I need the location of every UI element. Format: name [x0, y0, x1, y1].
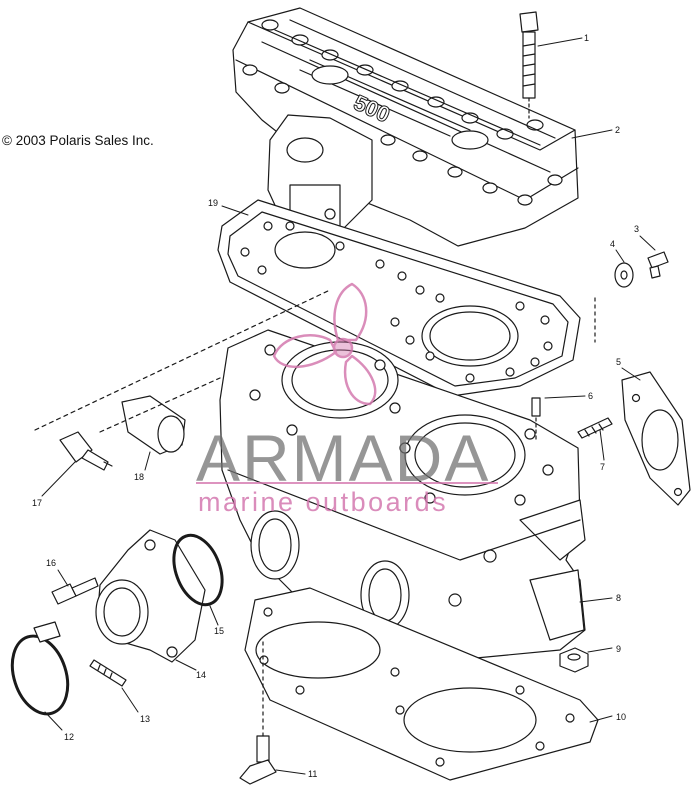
- watermark-rule: [196, 482, 498, 484]
- plug: [531, 397, 541, 441]
- intake-manifold: [95, 529, 206, 663]
- callout-4: 4: [610, 239, 615, 249]
- callout-14: 14: [196, 670, 206, 680]
- cap: [121, 395, 186, 455]
- callout-17: 17: [32, 498, 42, 508]
- propeller-logo-icon: [272, 282, 377, 406]
- callout-1: 1: [584, 33, 589, 43]
- callout-18: 18: [134, 472, 144, 482]
- callout-8: 8: [616, 593, 621, 603]
- nut: [559, 647, 589, 673]
- head-bolt: [519, 11, 539, 119]
- exhaust-gasket: [621, 371, 691, 506]
- clamp-bolt: [89, 659, 127, 687]
- copyright-notice: © 2003 Polaris Sales Inc.: [2, 133, 154, 148]
- screw: [647, 251, 669, 279]
- callout-6: 6: [588, 391, 593, 401]
- washer: [614, 262, 634, 288]
- manifold-screw: [51, 577, 99, 605]
- callout-19: 19: [208, 198, 218, 208]
- callout-12: 12: [64, 732, 74, 742]
- callout-9: 9: [616, 644, 621, 654]
- watermark-subtitle: marine outboards: [198, 487, 449, 517]
- callout-16: 16: [46, 558, 56, 568]
- callout-13: 13: [140, 714, 150, 724]
- cylinder-head: 500: [232, 7, 579, 247]
- temperature-sensor: [59, 431, 113, 471]
- water-fitting: [239, 639, 277, 785]
- callout-15: 15: [214, 626, 224, 636]
- callout-2: 2: [615, 125, 620, 135]
- cylinder-block: [219, 329, 586, 661]
- watermark-title: ARMADA: [196, 421, 491, 495]
- stud: [577, 417, 613, 439]
- o-ring: [172, 533, 224, 607]
- callout-10: 10: [616, 712, 626, 722]
- callout-3: 3: [634, 224, 639, 234]
- callout-leaders: [41, 37, 656, 775]
- leader-sensor: [34, 289, 331, 433]
- hose-clamp: [10, 621, 70, 716]
- head-gasket: [217, 199, 581, 397]
- base-gasket: [244, 587, 599, 781]
- callout-11: 11: [308, 769, 317, 779]
- callout-numbers: 1 2 3 4 5 6 7 8 9 10 11 12 13 14 15 16 1…: [32, 33, 639, 779]
- callout-7: 7: [600, 462, 605, 472]
- callout-5: 5: [616, 357, 621, 367]
